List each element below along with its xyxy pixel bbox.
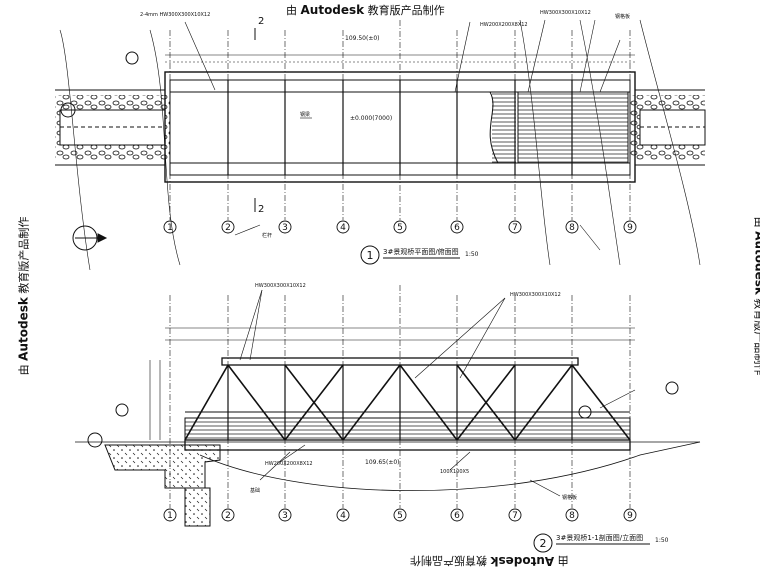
elev-title-number: 2: [540, 537, 547, 550]
elev-axis-bubbles: [163, 508, 637, 522]
plan-ref-bubble-top: [125, 51, 139, 65]
elev-axis-4: 4: [340, 511, 346, 521]
plan-axis-2: 2: [225, 223, 231, 233]
elev-ref-bubble-left: [87, 432, 103, 448]
bottom-chord: [184, 439, 631, 451]
approach-road-left: [55, 89, 170, 166]
approach-road-right: [630, 89, 706, 166]
elev-ref-bubble-right: [578, 405, 592, 419]
elev-scale: 1:50: [655, 537, 669, 544]
elev-callout-3: HW200X200X8X12: [265, 461, 313, 467]
plan-callout-1: 2-4mm HW300X300X10X12: [140, 12, 210, 18]
elev-ref-bubble-right-2: [665, 381, 679, 395]
section-mark-top: 2: [258, 16, 264, 27]
plan-axis-9: 9: [627, 223, 633, 233]
elev-ref-bubble-left-2: [115, 403, 129, 417]
elev-title-block: 2 3#景观桥1-1剖面图/立面图 1:50: [533, 533, 669, 553]
contour-lines: [59, 19, 701, 271]
elev-axis-3: 3: [282, 511, 288, 521]
plan-callout-4: 钢格板: [615, 13, 630, 20]
grating-area: [517, 91, 629, 164]
elev-axis-7: 7: [512, 511, 518, 521]
elev-callout-6: 基础: [250, 487, 260, 494]
plan-view: 2 2 ±0.000(7000) 109.50(±0) 2-4mm HW300X…: [55, 10, 706, 271]
elev-leaders: [239, 289, 636, 497]
elevation-view: HW300X300X10X12 HW300X300X10X12 HW200X20…: [75, 283, 701, 553]
plan-title: 3#景观桥平面图/俯面图: [383, 247, 459, 256]
plan-axis-7: 7: [512, 223, 518, 233]
elev-axis-6: 6: [454, 511, 460, 521]
watermark-top: 由 Autodesk 教育版产品制作: [286, 3, 445, 17]
plan-axis-3: 3: [282, 223, 288, 233]
plan-elevation-label: 109.50(±0): [345, 35, 380, 42]
truss-diagonals: [184, 364, 631, 441]
abutment-left: [104, 444, 221, 527]
plan-axis-5: 5: [397, 223, 403, 233]
elev-axis-8: 8: [569, 511, 575, 521]
elev-title: 3#景观桥1-1剖面图/立面图: [556, 533, 643, 542]
plan-callout-3: HW300X300X10X12: [540, 10, 591, 16]
elev-axis-2: 2: [225, 511, 231, 521]
bridge-deck-outline: [164, 71, 636, 183]
plan-title-block: 1 3#景观桥平面图/俯面图 1:50: [360, 245, 479, 265]
plan-ref-bubble-left: [60, 102, 76, 118]
plan-axis-4: 4: [340, 223, 346, 233]
elev-axis-5: 5: [397, 511, 403, 521]
plan-leaders: [184, 19, 621, 251]
elev-callout-2: HW300X300X10X12: [510, 292, 561, 298]
plan-scale: 1:50: [465, 251, 479, 258]
plan-axis-8: 8: [569, 223, 575, 233]
plan-axis-bubbles: [163, 220, 637, 234]
truss-verticals: [227, 365, 573, 440]
plan-callout-6: 栏杆: [262, 232, 272, 239]
riverbed-line: [199, 441, 701, 492]
plan-callout-2: HW200X200X8X12: [480, 22, 528, 28]
elev-callout-5: 钢格板: [562, 494, 577, 501]
section-mark-bottom: 2: [258, 204, 264, 215]
plan-axis-1: 1: [167, 223, 173, 233]
deck-grating: [184, 417, 631, 441]
elev-elevation-label: 109.65(±0): [365, 459, 400, 466]
plan-center-label: ±0.000(7000): [350, 115, 392, 122]
elev-axis-1: 1: [167, 511, 173, 521]
plan-axis-6: 6: [454, 223, 460, 233]
plan-callout-5: 钢梁: [300, 111, 310, 118]
north-arrow-icon: [72, 225, 108, 251]
plan-title-number: 1: [367, 249, 374, 262]
elev-callout-1: HW300X300X10X12: [255, 283, 306, 289]
elev-callout-4: 100X100X5: [440, 469, 469, 475]
elev-axis-9: 9: [627, 511, 633, 521]
